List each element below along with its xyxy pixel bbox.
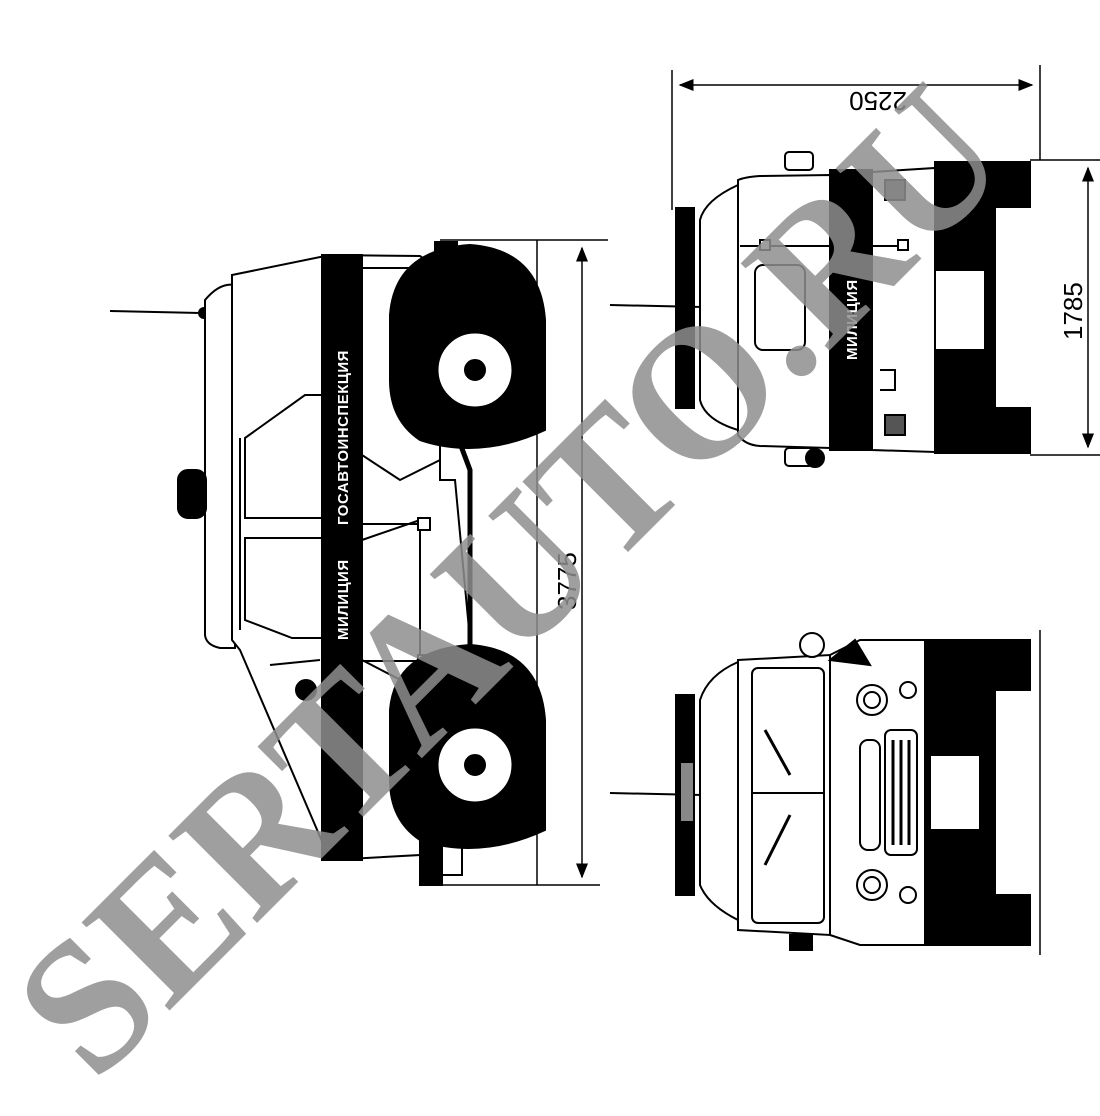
side-band-label-1: МИЛИЦИЯ [335,559,352,640]
watermark-text: SERTAUTO.RU [0,47,1044,1111]
rear-view [609,151,1031,468]
length-value: 3775 [552,552,582,610]
rear-band-label: МИЛИЦИЯ [844,279,861,360]
side-view [109,241,546,886]
width-dimension [671,65,1041,210]
side-band-label-2: ГОСАВТОИНСПЕКЦИЯ [335,350,352,525]
side-front-wheel [412,307,538,433]
side-antenna [109,310,201,314]
length-dimension [420,239,608,886]
width-value: 2250 [849,86,907,116]
front-view [609,632,1031,951]
height-dimension [1030,159,1100,456]
side-rear-wheel [412,702,538,828]
height-value: 1785 [1058,282,1088,340]
rear-stripe [829,169,873,451]
